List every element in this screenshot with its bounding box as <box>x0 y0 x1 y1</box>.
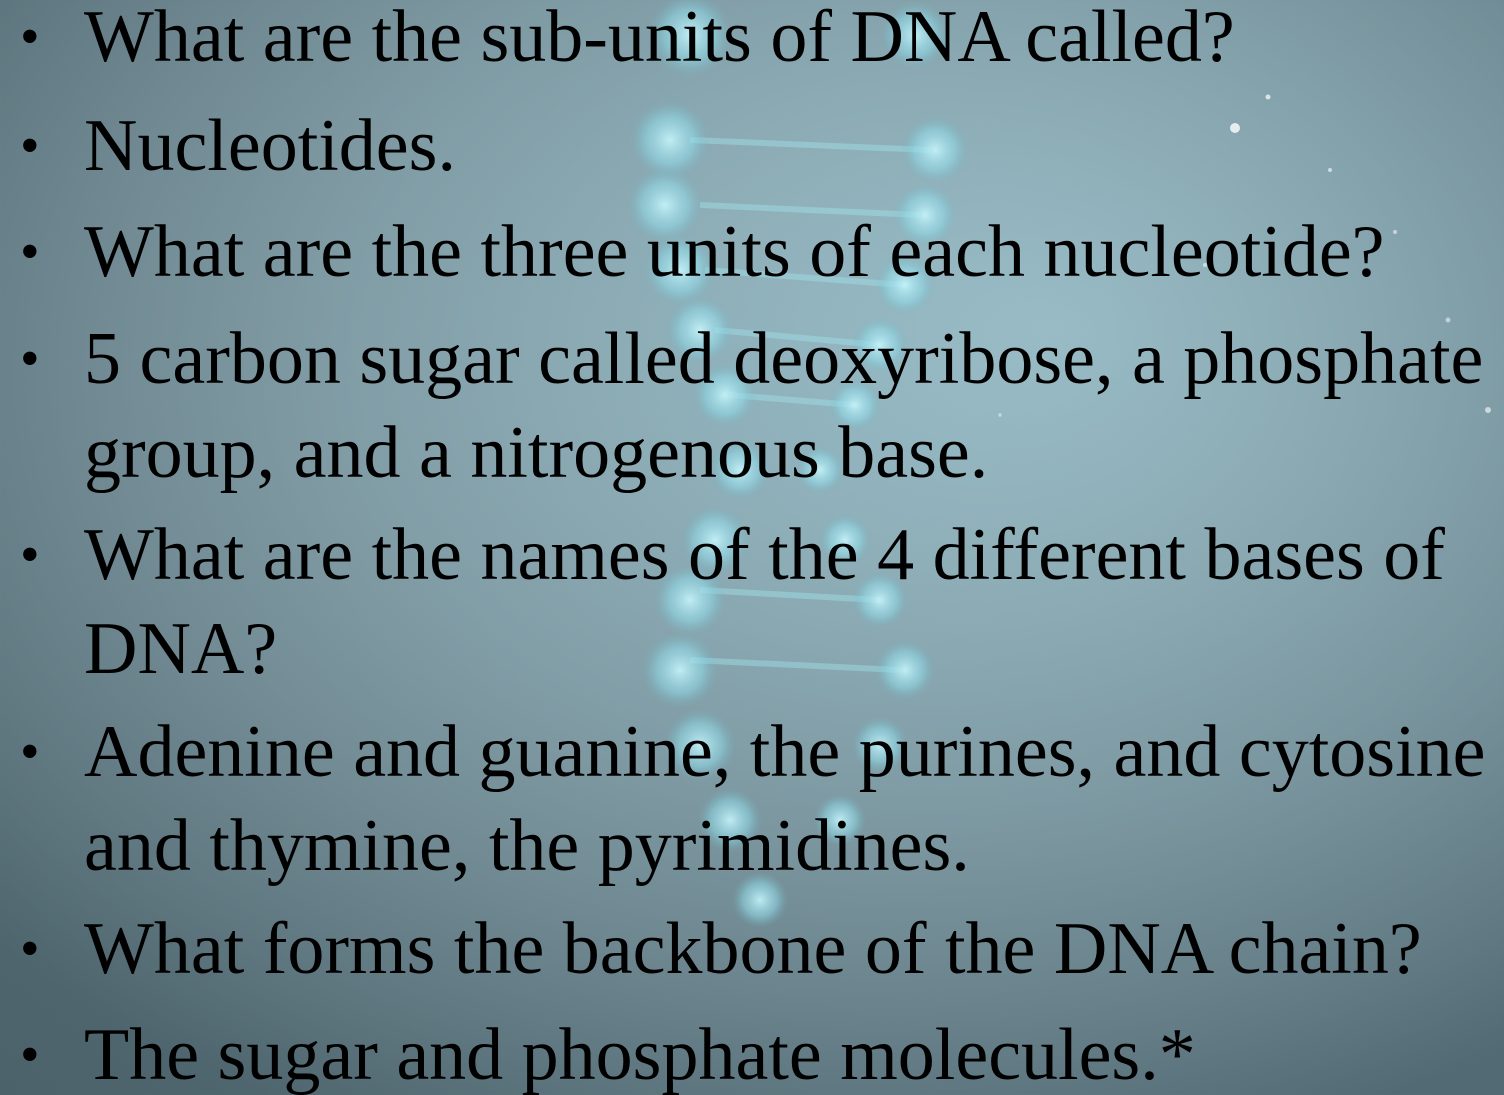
bullet-text: What are the three units of each nucleot… <box>84 211 1385 293</box>
bullet-dot-icon: • <box>20 721 40 783</box>
bullet-text: 5 carbon sugar called deoxyribose, a pho… <box>84 318 1484 494</box>
bullet-text: Nucleotides. <box>84 105 456 187</box>
bullet-dot-icon: • <box>20 328 40 390</box>
bullet-text: The sugar and phosphate molecules.* <box>84 1014 1196 1095</box>
bullet-dot-icon: • <box>20 115 40 177</box>
bullet-dot-icon: • <box>20 6 40 68</box>
bullet-dot-icon: • <box>20 524 40 586</box>
bullet-dot-icon: • <box>20 918 40 980</box>
bullet-dot-icon: • <box>20 221 40 283</box>
bullet-text: What forms the backbone of the DNA chain… <box>84 908 1422 990</box>
bullet-text: What are the sub-units of DNA called? <box>84 0 1235 78</box>
bullet-text: What are the names of the 4 different ba… <box>84 514 1445 690</box>
bullet-text: Adenine and guanine, the purines, and cy… <box>84 711 1486 887</box>
bullet-dot-icon: • <box>20 1024 40 1086</box>
